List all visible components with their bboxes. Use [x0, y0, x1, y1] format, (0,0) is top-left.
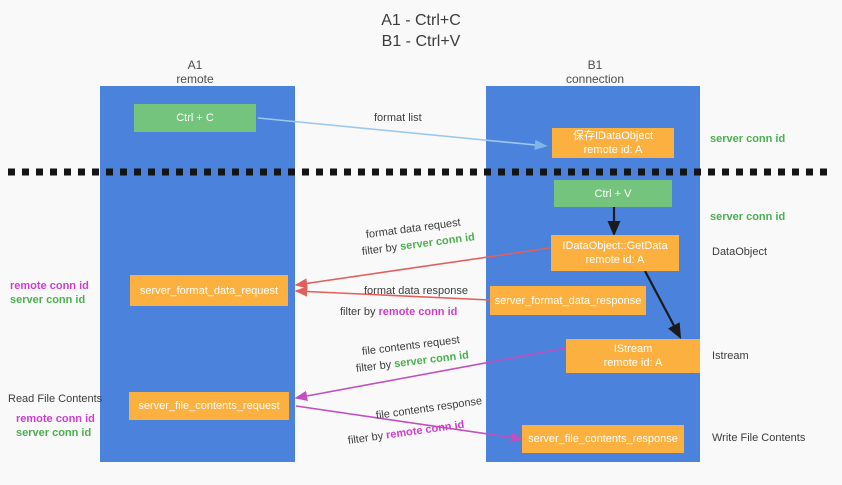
filter-prefix-2: filter by [340, 306, 379, 318]
edge-label-file-contents-response: file contents response [375, 395, 483, 422]
filter-prefix-3: filter by [355, 358, 395, 375]
column-b1-sub: connection [565, 72, 625, 86]
node-save-idataobject[interactable]: 保存IDataObject remote id: A [552, 128, 674, 158]
column-header-b1: B1 connection [520, 58, 670, 86]
diagram-title: A1 - Ctrl+C B1 - Ctrl+V [0, 10, 842, 52]
node-idataobject-getdata[interactable]: IDataObject::GetData remote id: A [551, 235, 679, 271]
right-label-write-file-contents: Write File Contents [712, 432, 806, 444]
filter-prefix-4: filter by [347, 429, 387, 447]
right-label-istream: Istream [712, 350, 749, 362]
title-line-1: A1 - Ctrl+C [381, 12, 461, 29]
right-label-dataobject: DataObject [712, 246, 768, 258]
node-ctrl-v[interactable]: Ctrl + V [554, 180, 672, 207]
right-label-server-conn-id-1: server conn id [710, 133, 786, 145]
title-line-2: B1 - Ctrl+V [381, 33, 461, 50]
node-save-idataobject-line1: 保存IDataObject [572, 130, 654, 142]
filter-prefix-1: filter by [361, 241, 401, 258]
column-a1-sub: remote [176, 72, 214, 86]
filter-key-remote-conn-id-2: remote conn id [385, 418, 466, 442]
filter-key-remote-conn-id-1: remote conn id [378, 306, 458, 318]
node-istream-line1: IStream [613, 343, 653, 355]
right-label-server-conn-id-2: server conn id [710, 211, 786, 223]
left-label-server-conn-id-1: server conn id [10, 294, 86, 306]
node-getdata-line1: IDataObject::GetData [562, 240, 668, 252]
left-label-read-file-contents: Read File Contents [8, 393, 103, 405]
node-istream-line2: remote id: A [603, 357, 663, 369]
edge-label-format-data-response: format data response [364, 285, 468, 297]
edge-label-format-list: format list [374, 112, 422, 124]
left-label-remote-conn-id-1: remote conn id [10, 280, 89, 292]
node-ctrl-c[interactable]: Ctrl + C [134, 104, 256, 132]
node-save-idataobject-line2: remote id: A [583, 144, 643, 156]
edge-label-file-contents-response-filter: filter by remote conn id [347, 418, 465, 448]
column-a1-name: A1 [187, 58, 203, 72]
node-server-file-contents-request[interactable]: server_file_contents_request [129, 392, 289, 420]
edge-label-format-data-response-filter: filter by remote conn id [340, 305, 457, 319]
left-label-remote-conn-id-2: remote conn id [16, 413, 95, 425]
left-label-server-conn-id-2: server conn id [16, 427, 92, 439]
column-header-a1: A1 remote [120, 58, 270, 86]
node-server-format-data-request[interactable]: server_format_data_request [130, 275, 288, 306]
column-b1-name: B1 [587, 58, 603, 72]
node-server-file-contents-response[interactable]: server_file_contents_response [522, 425, 684, 453]
node-getdata-line2: remote id: A [585, 254, 645, 266]
node-istream[interactable]: IStream remote id: A [566, 339, 700, 373]
node-server-format-data-response[interactable]: server_format_data_response [490, 286, 646, 315]
